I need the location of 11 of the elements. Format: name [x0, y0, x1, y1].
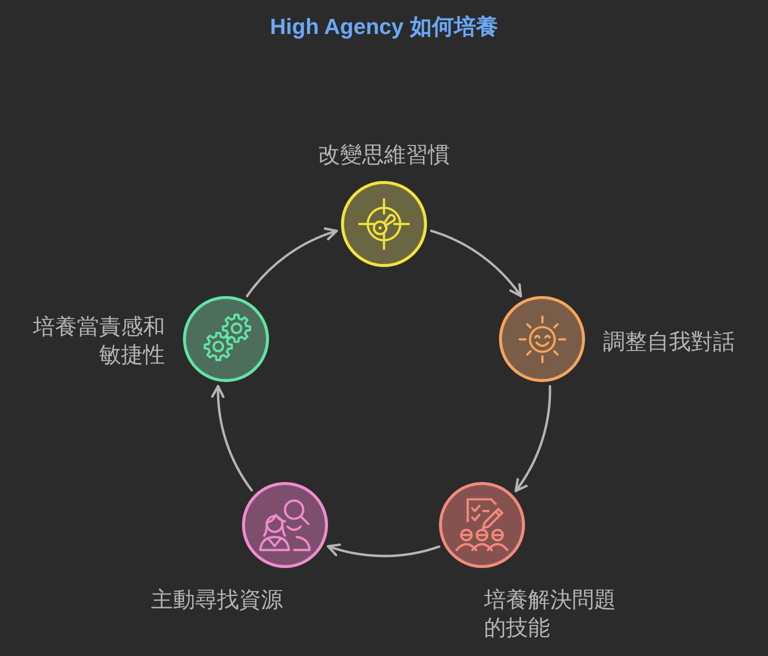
step-label: 培養當責感和敏捷性 [32, 313, 165, 369]
arrow [246, 228, 338, 298]
arrow [430, 230, 522, 298]
title: High Agency 如何培養 [270, 13, 498, 41]
arrow [212, 384, 253, 492]
step-label: 調整自我對話 [603, 328, 735, 356]
step-label: 改變思維習慣 [318, 141, 450, 169]
step-label: 培養解決問題的技能 [484, 586, 617, 642]
step-label: 主動尋找資源 [151, 586, 283, 614]
arrow [514, 384, 552, 492]
arrow [326, 542, 440, 558]
